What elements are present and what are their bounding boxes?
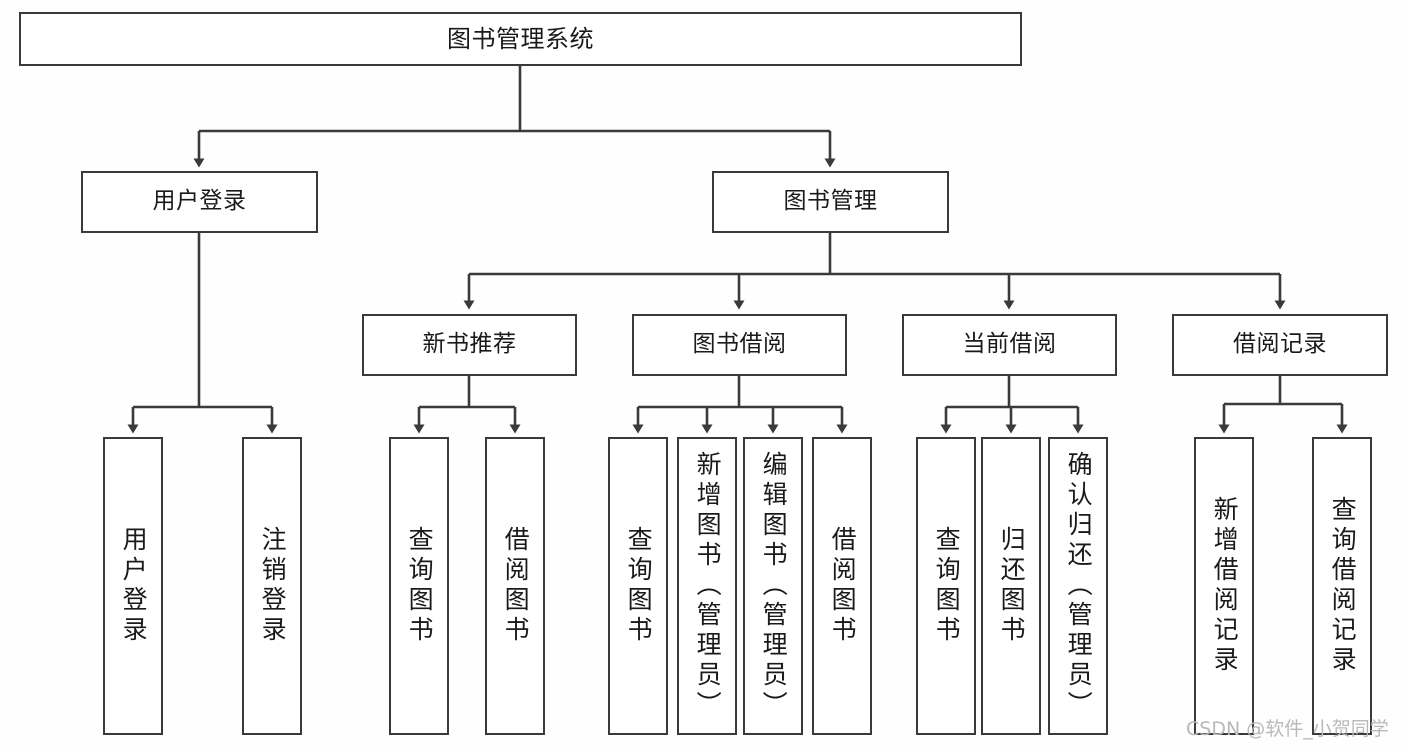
node-book-manage[interactable]: 图书管理 — [712, 171, 949, 233]
node-root-label: 图书管理系统 — [447, 24, 594, 53]
node-root[interactable]: 图书管理系统 — [19, 12, 1022, 66]
node-leaf-logout[interactable]: 注销登录 — [242, 437, 302, 735]
node-user-login-label: 用户登录 — [152, 188, 247, 215]
node-leaf-confirm-return[interactable]: 确认归还（管理员） — [1048, 437, 1108, 735]
node-book-borrow[interactable]: 图书借阅 — [632, 314, 847, 376]
node-book-borrow-label: 图书借阅 — [692, 331, 787, 358]
node-leaf-user-login[interactable]: 用户登录 — [103, 437, 163, 735]
node-leaf-borrow-book-1[interactable]: 借阅图书 — [485, 437, 545, 735]
node-leaf-query-book-2[interactable]: 查询图书 — [608, 437, 668, 735]
node-leaf-return-book-label: 归还图书 — [997, 526, 1027, 646]
node-borrow-record[interactable]: 借阅记录 — [1172, 314, 1388, 376]
node-leaf-query-book-1-label: 查询图书 — [405, 526, 435, 646]
node-user-login[interactable]: 用户登录 — [81, 171, 318, 233]
node-leaf-confirm-return-label: 确认归还（管理员） — [1064, 451, 1094, 721]
node-leaf-borrow-book-1-label: 借阅图书 — [501, 526, 531, 646]
node-leaf-user-login-label: 用户登录 — [119, 526, 149, 646]
node-leaf-query-book-1[interactable]: 查询图书 — [389, 437, 449, 735]
node-leaf-logout-label: 注销登录 — [258, 526, 288, 646]
node-current-borrow[interactable]: 当前借阅 — [902, 314, 1117, 376]
node-leaf-borrow-book-2[interactable]: 借阅图书 — [812, 437, 872, 735]
node-leaf-add-book-label: 新增图书（管理员） — [693, 451, 723, 721]
node-leaf-add-book[interactable]: 新增图书（管理员） — [677, 437, 737, 735]
node-current-borrow-label: 当前借阅 — [962, 331, 1057, 358]
node-book-manage-label: 图书管理 — [783, 188, 878, 215]
node-leaf-edit-book[interactable]: 编辑图书（管理员） — [743, 437, 803, 735]
node-leaf-query-book-2-label: 查询图书 — [624, 526, 654, 646]
node-leaf-edit-book-label: 编辑图书（管理员） — [759, 451, 789, 721]
node-leaf-query-book-3[interactable]: 查询图书 — [916, 437, 976, 735]
node-new-book-rec[interactable]: 新书推荐 — [362, 314, 577, 376]
node-leaf-return-book[interactable]: 归还图书 — [981, 437, 1041, 735]
node-leaf-add-record-label: 新增借阅记录 — [1210, 496, 1240, 676]
node-leaf-query-book-3-label: 查询图书 — [932, 526, 962, 646]
node-leaf-borrow-book-2-label: 借阅图书 — [828, 526, 858, 646]
node-leaf-query-record-label: 查询借阅记录 — [1328, 496, 1358, 676]
node-new-book-rec-label: 新书推荐 — [422, 331, 517, 358]
node-borrow-record-label: 借阅记录 — [1233, 331, 1327, 358]
csdn-watermark: CSDN @软件_小贺同学 — [1186, 718, 1389, 740]
node-leaf-add-record[interactable]: 新增借阅记录 — [1194, 437, 1254, 735]
node-leaf-query-record[interactable]: 查询借阅记录 — [1312, 437, 1372, 735]
